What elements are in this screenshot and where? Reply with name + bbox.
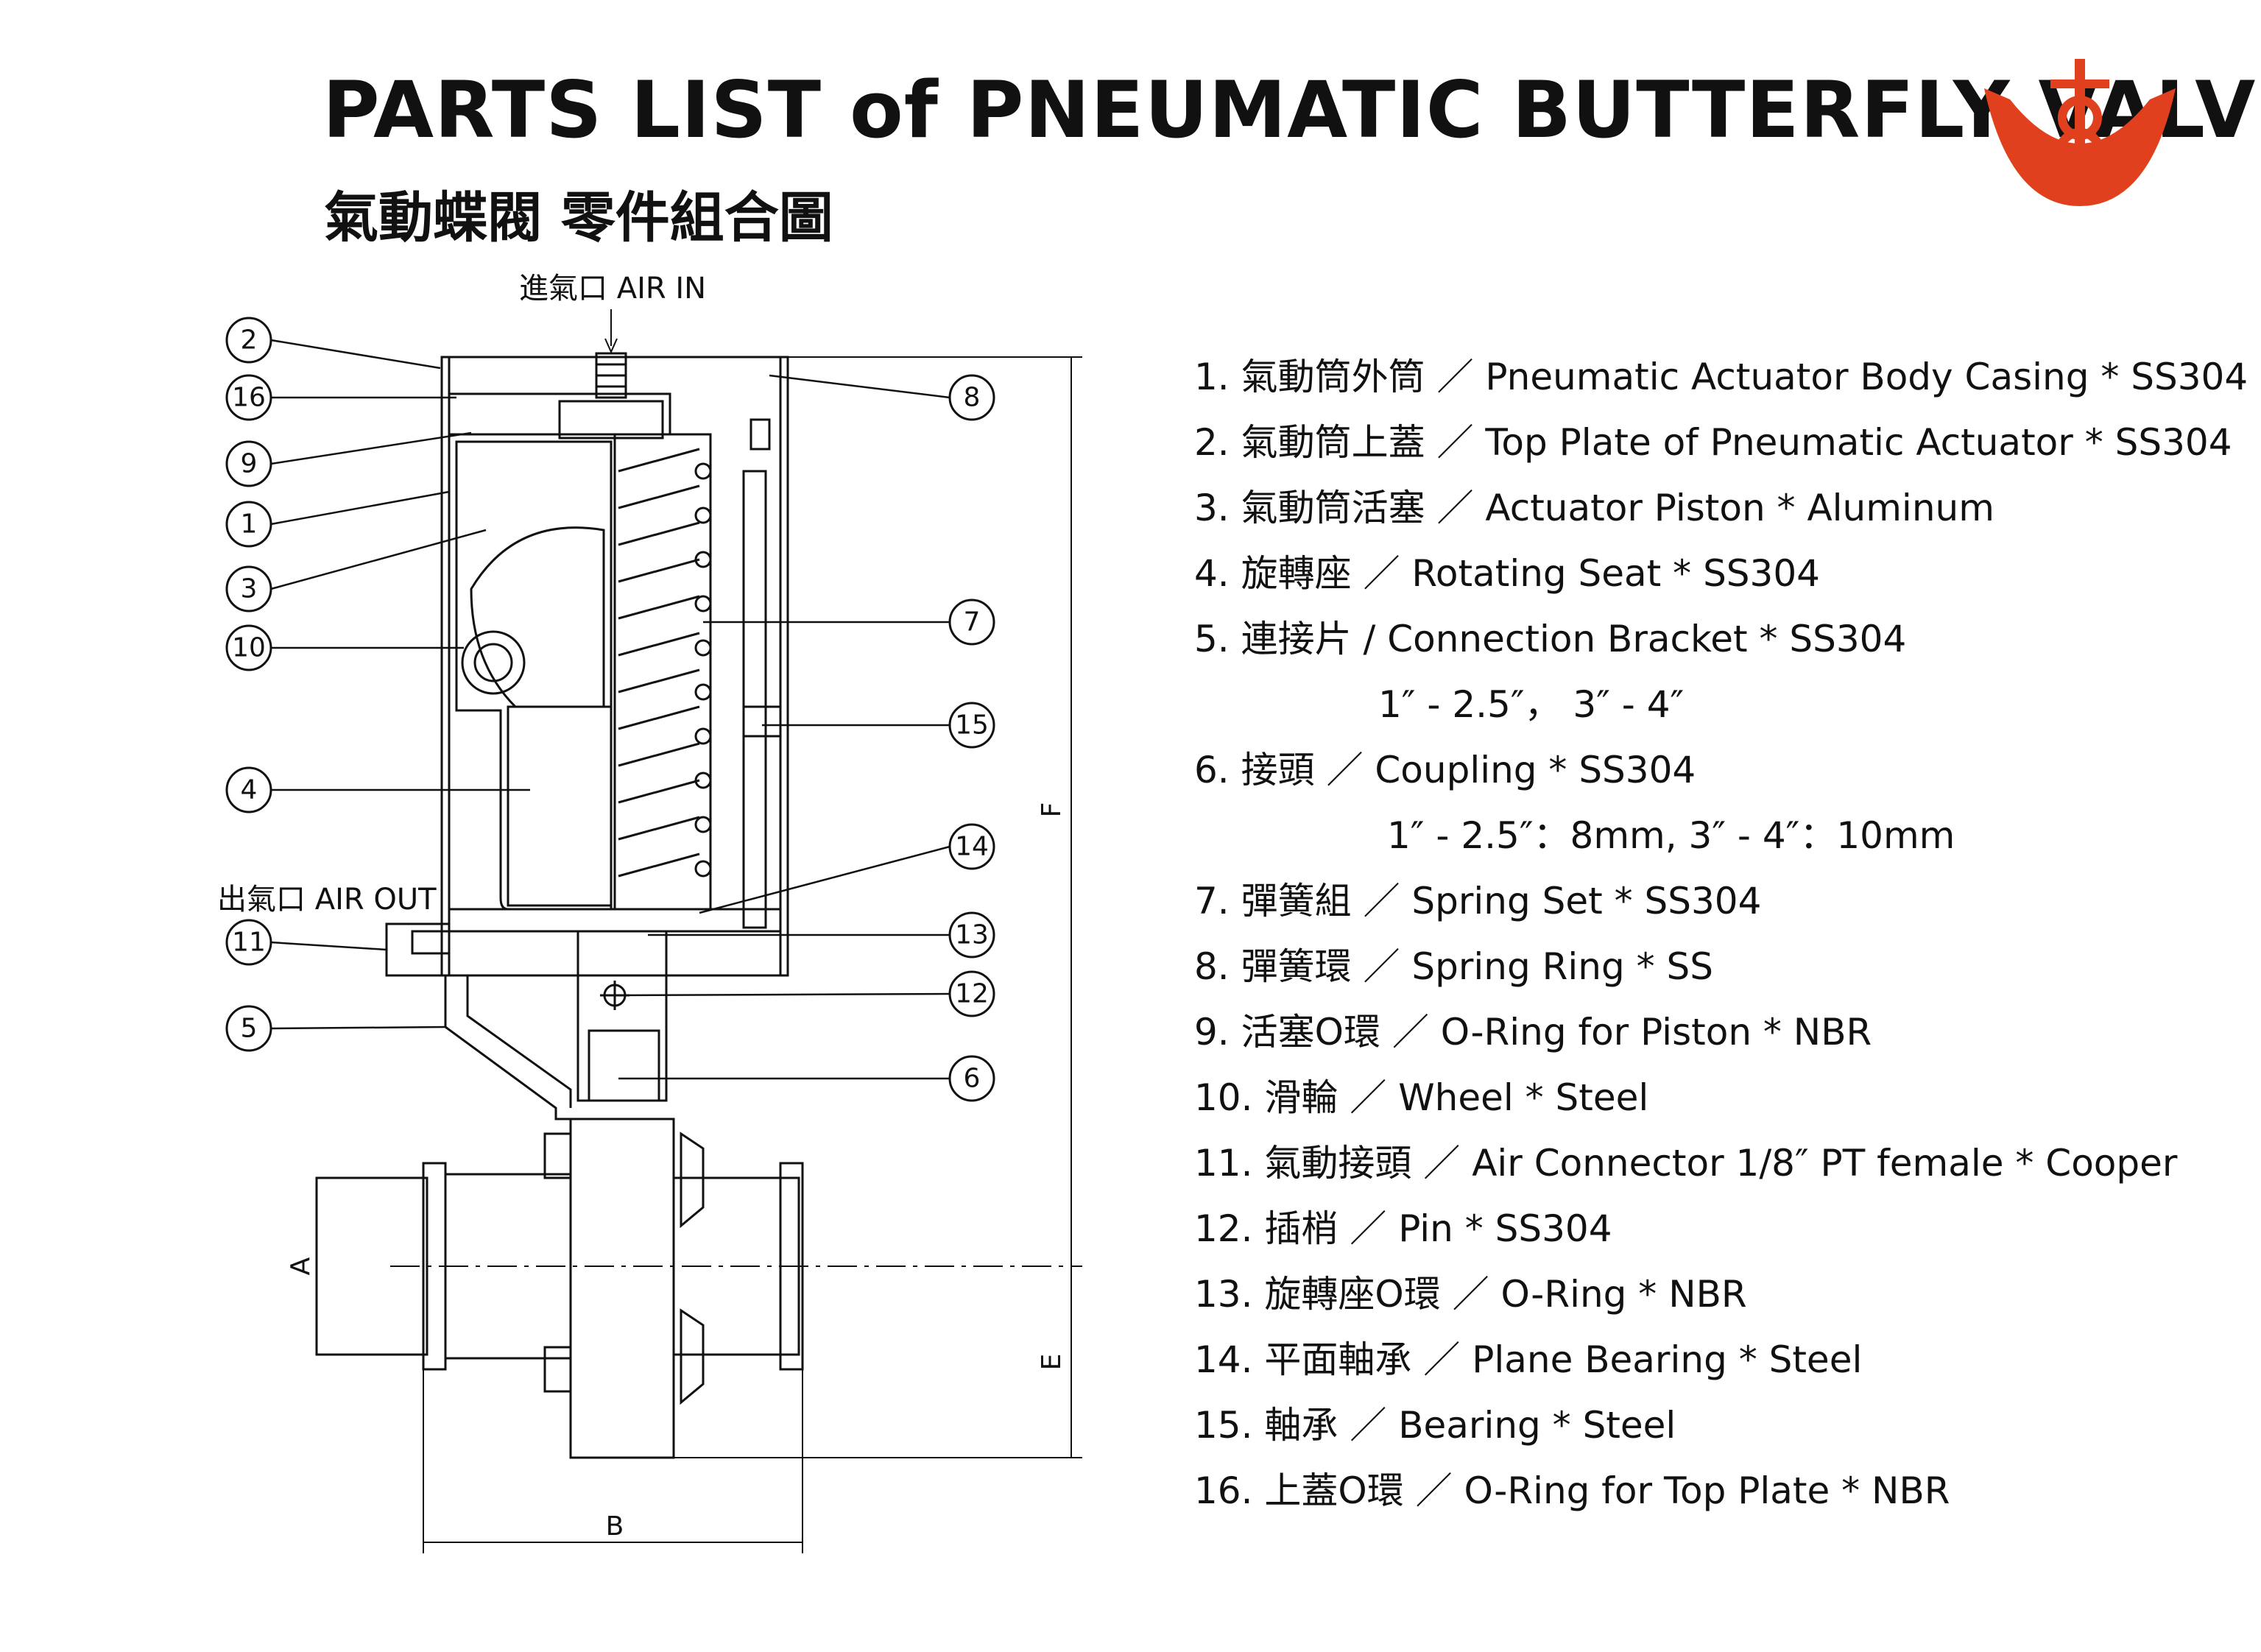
- callout-label: 1: [241, 509, 258, 540]
- callout-6: [948, 1055, 995, 1102]
- callout-label: 2: [241, 325, 258, 356]
- callout-label: 8: [964, 383, 981, 413]
- callout-11: [225, 919, 272, 966]
- parts-list-item: 13. 旋轉座O環 ／ O-Ring * NBR: [1194, 1273, 1747, 1316]
- valve-body: [569, 1118, 675, 1459]
- company-logo: [1984, 59, 2176, 206]
- parts-list: 1. 氣動筒外筒 ／ Pneumatic Actuator Body Casin…: [1194, 345, 2248, 1524]
- dim-label-f: F: [1037, 802, 1067, 818]
- callout-8: [948, 374, 995, 421]
- actuator-casing: [440, 356, 789, 977]
- rotating-seat: [507, 705, 613, 907]
- dim-label-a: A: [286, 1257, 316, 1275]
- parts-list-item: 9. 活塞O環 ／ O-Ring for Piston * NBR: [1194, 1011, 1872, 1053]
- dim-label-b: B: [606, 1511, 624, 1542]
- bearing-guide: [742, 470, 767, 929]
- page-subtitle: 氣動蝶閥 零件組合圖: [324, 186, 833, 250]
- parts-list-item: 3. 氣動筒活塞 ／ Actuator Piston * Aluminum: [1194, 487, 1994, 529]
- parts-list-item: 8. 彈簧環 ／ Spring Ring * SS: [1194, 945, 1713, 988]
- callout-label: 3: [241, 574, 258, 604]
- callout-5: [225, 1005, 272, 1052]
- callout-label: 6: [964, 1064, 981, 1094]
- logo-vertical-stroke: [2075, 59, 2085, 169]
- callout-14: [948, 823, 995, 870]
- parts-list-item: 2. 氣動筒上蓋 ／ Top Plate of Pneumatic Actuat…: [1194, 421, 2232, 464]
- parts-list-item: 10. 滑輪 ／ Wheel * Steel: [1194, 1076, 1649, 1119]
- page-title: PARTS LIST of PNEUMATIC BUTTERFLY VALVE: [322, 65, 2261, 155]
- parts-list-item: 12. 插梢 ／ Pin * SS304: [1194, 1207, 1612, 1250]
- wheel: [461, 630, 526, 695]
- callout-12: [948, 970, 995, 1017]
- coupling: [576, 930, 668, 1102]
- parts-list-item: 1″ - 2.5″， 3″ - 4″: [1378, 683, 1685, 726]
- callout-9: [225, 440, 272, 487]
- parts-list-item: 11. 氣動接頭 ／ Air Connector 1/8″ PT female …: [1194, 1142, 2178, 1185]
- air-in-label: 進氣口 AIR IN: [519, 272, 706, 306]
- callout-label: 11: [232, 928, 266, 958]
- callout-label: 15: [955, 710, 989, 741]
- air-out-label: 出氣口 AIR OUT: [217, 883, 437, 917]
- callout-4: [225, 766, 272, 813]
- callout-label: 14: [955, 832, 989, 862]
- valve-drawing: 2 16 9 1 3 10 4 11 5 8 7 15 14 13 12 6 進…: [217, 272, 1082, 1553]
- bottom-plate: [448, 908, 782, 933]
- logo-ring-bottom: [2055, 128, 2105, 178]
- callout-label: 9: [241, 449, 258, 479]
- parts-list-item: 5. 連接片 / Connection Bracket * SS304: [1194, 618, 1907, 660]
- parts-list-item: 16. 上蓋O環 ／ O-Ring for Top Plate * NBR: [1194, 1469, 1950, 1512]
- callout-10: [225, 624, 272, 671]
- callout-label: 4: [241, 775, 258, 805]
- dim-label-e: E: [1037, 1354, 1067, 1371]
- callout-label: 16: [232, 383, 266, 413]
- callout-13: [948, 911, 995, 959]
- logo-crossbar: [2050, 80, 2109, 88]
- parts-list-item: 1″ - 2.5″：8mm, 3″ - 4″：10mm: [1387, 814, 1955, 857]
- parts-list-item: 15. 軸承 ／ Bearing * Steel: [1194, 1404, 1676, 1447]
- callout-label: 13: [955, 920, 989, 950]
- callout-15: [948, 702, 995, 749]
- callout-label: 5: [241, 1014, 258, 1044]
- callout-label: 10: [232, 633, 266, 663]
- connection-bracket: [444, 975, 578, 1120]
- parts-list-item: 7. 彈簧組 ／ Spring Set * SS304: [1194, 880, 1762, 922]
- callout-3: [225, 565, 272, 613]
- parts-list-item: 14. 平面軸承 ／ Plane Bearing * Steel: [1194, 1338, 1863, 1381]
- callout-7: [948, 599, 995, 646]
- parts-list-item: 6. 接頭 ／ Coupling * SS304: [1194, 749, 1696, 791]
- callout-16: [225, 374, 272, 421]
- callout-label: 7: [964, 607, 981, 638]
- callout-2: [225, 317, 272, 364]
- callout-1: [225, 501, 272, 548]
- bearing: [742, 705, 782, 738]
- spring-set: [618, 448, 700, 878]
- parts-list-item: 4. 旋轉座 ／ Rotating Seat * SS304: [1194, 552, 1820, 595]
- parts-list-item: 1. 氣動筒外筒 ／ Pneumatic Actuator Body Casin…: [1194, 356, 2248, 398]
- callout-label: 12: [955, 979, 989, 1009]
